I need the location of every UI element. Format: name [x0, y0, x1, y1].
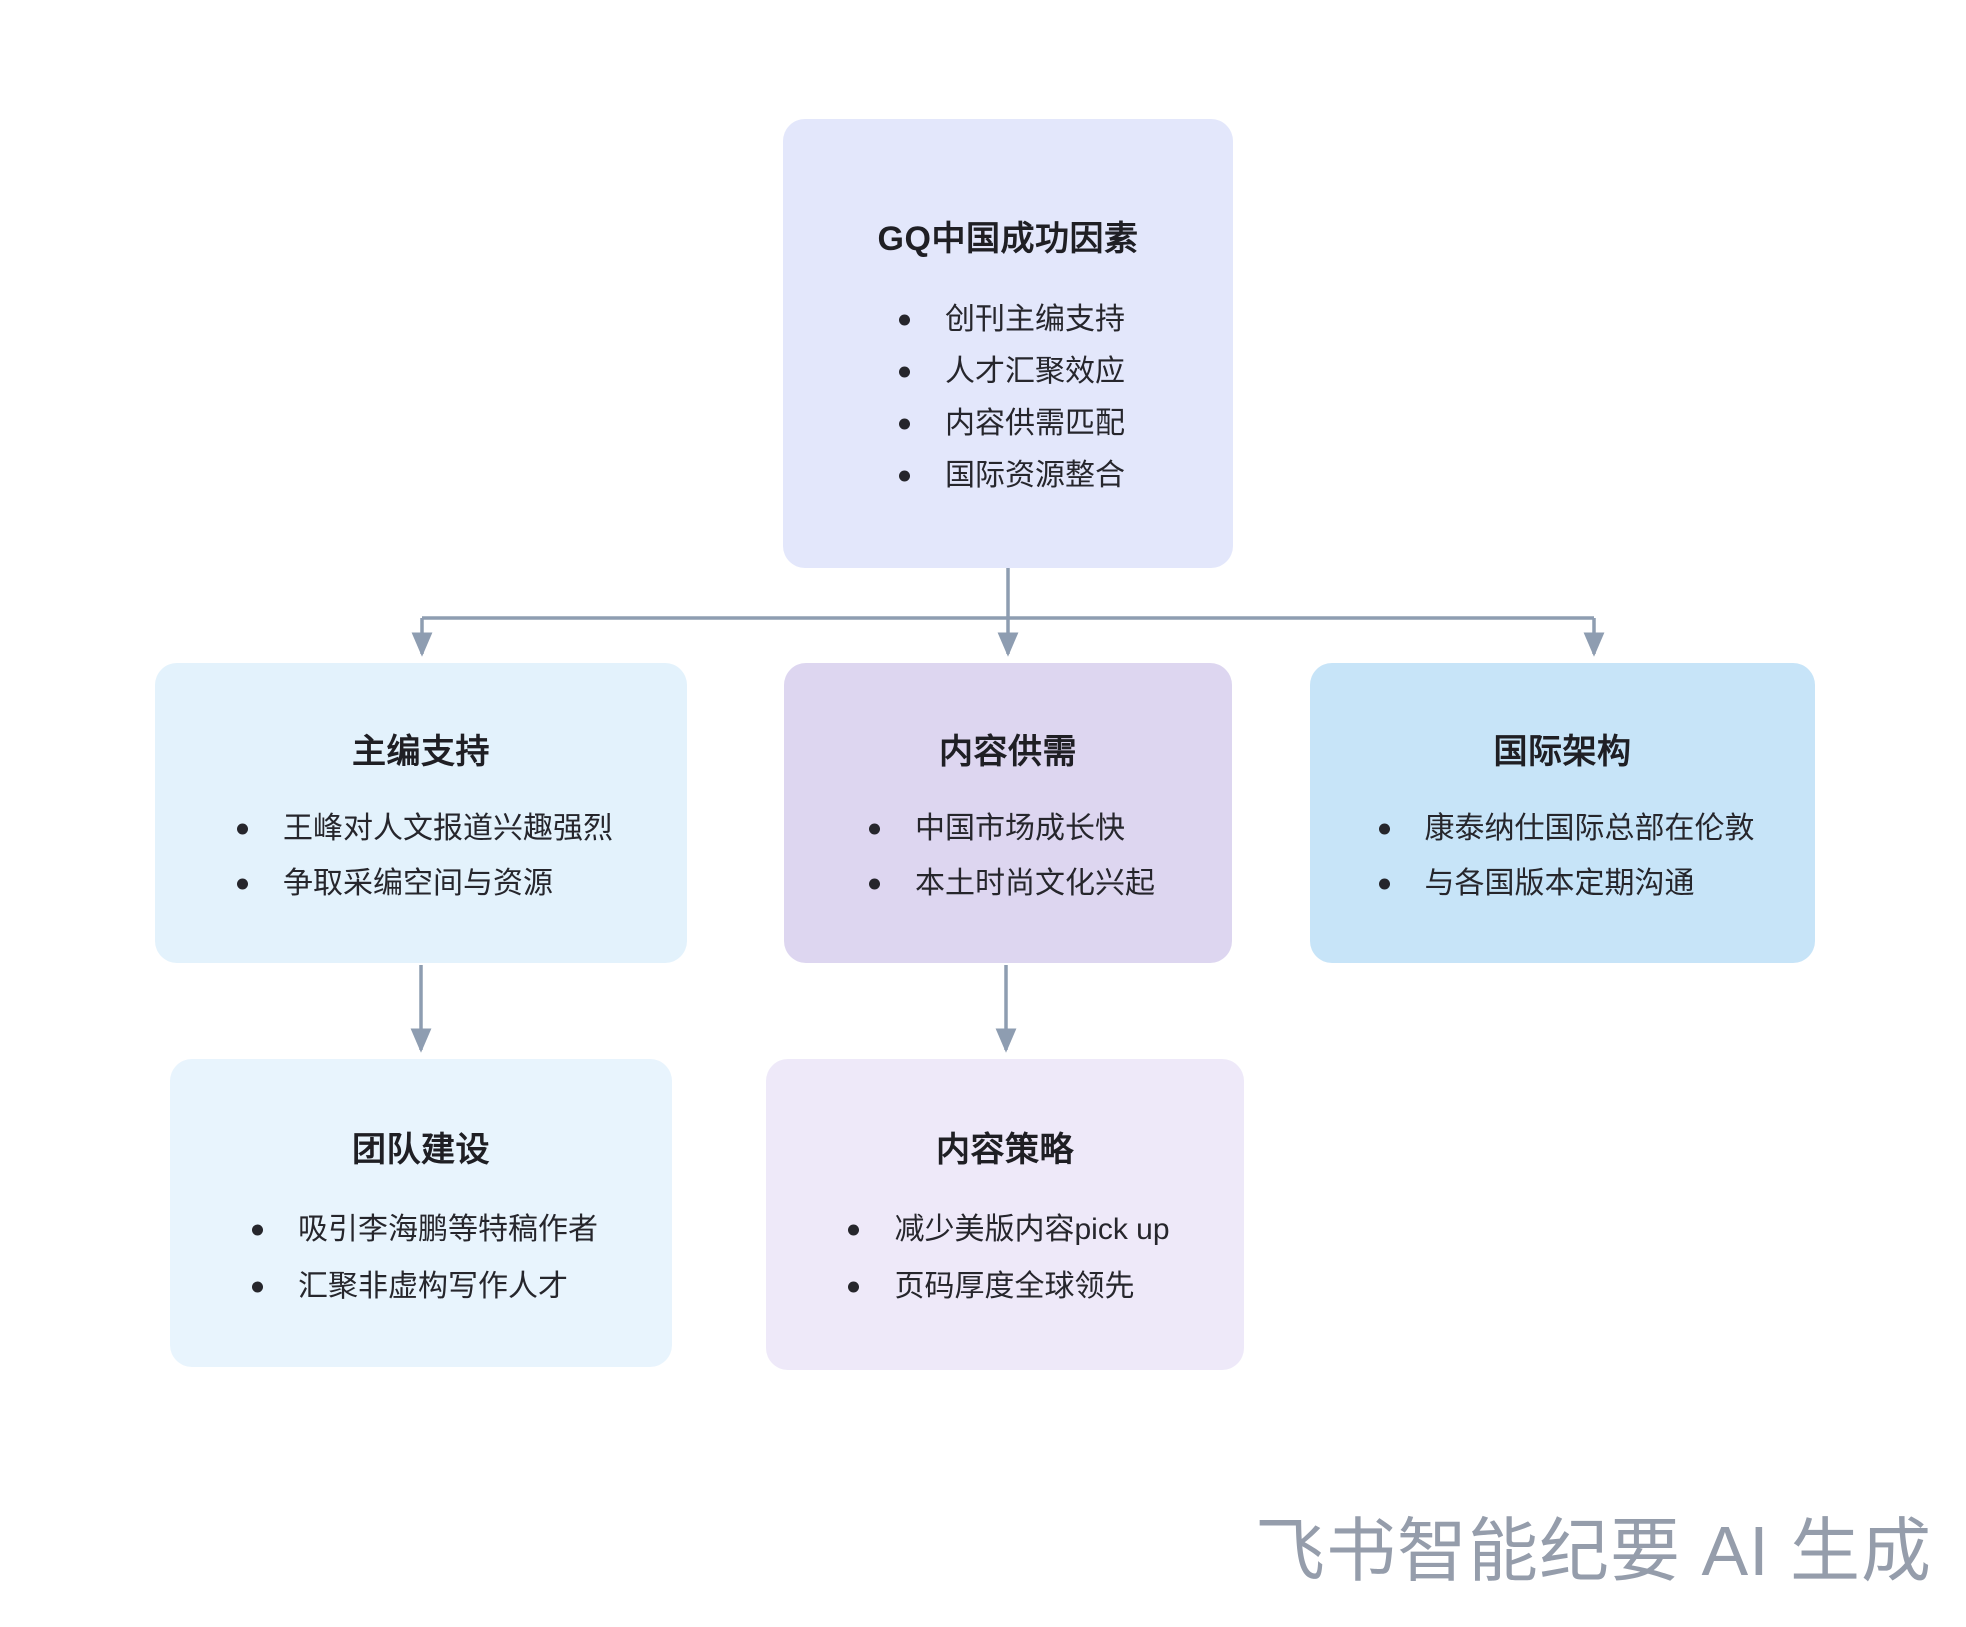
list-item: 页码厚度全球领先 — [840, 1258, 1169, 1315]
node-card-strategy[interactable]: 内容策略 减少美版内容pick up 页码厚度全球领先 — [766, 1059, 1244, 1370]
node-bullet-list: 吸引李海鹏等特稿作者 汇聚非虚构写作人才 — [244, 1201, 598, 1315]
node-bullet-list: 王峰对人文报道兴趣强烈 争取采编空间与资源 — [229, 801, 613, 911]
list-item: 汇聚非虚构写作人才 — [244, 1258, 598, 1315]
node-title: 国际架构 — [1493, 733, 1632, 771]
list-item: 中国市场成长快 — [861, 801, 1155, 856]
list-item: 本土时尚文化兴起 — [861, 856, 1155, 911]
edge-root-to-children — [411, 568, 1605, 657]
list-item: 人才汇聚效应 — [891, 346, 1125, 398]
list-item: 与各国版本定期沟通 — [1371, 856, 1755, 911]
list-item: 争取采编空间与资源 — [229, 856, 613, 911]
list-item: 王峰对人文报道兴趣强烈 — [229, 801, 613, 856]
node-title: GQ中国成功因素 — [877, 220, 1139, 258]
node-title: 内容策略 — [936, 1131, 1074, 1169]
node-card-supply[interactable]: 内容供需 中国市场成长快 本土时尚文化兴起 — [784, 663, 1232, 963]
list-item: 国际资源整合 — [891, 450, 1125, 502]
node-bullet-list: 康泰纳仕国际总部在伦敦 与各国版本定期沟通 — [1371, 801, 1755, 911]
list-item: 吸引李海鹏等特稿作者 — [244, 1201, 598, 1258]
node-card-root[interactable]: GQ中国成功因素 创刊主编支持 人才汇聚效应 内容供需匹配 国际资源整合 — [783, 119, 1233, 568]
node-title: 团队建设 — [352, 1131, 490, 1169]
node-title: 主编支持 — [352, 733, 490, 771]
watermark-text: 飞书智能纪要 AI 生成 — [1255, 1512, 1933, 1590]
node-card-intl[interactable]: 国际架构 康泰纳仕国际总部在伦敦 与各国版本定期沟通 — [1310, 663, 1815, 963]
list-item: 内容供需匹配 — [891, 398, 1125, 450]
node-title: 内容供需 — [939, 733, 1077, 771]
node-card-chief[interactable]: 主编支持 王峰对人文报道兴趣强烈 争取采编空间与资源 — [155, 663, 687, 963]
list-item: 减少美版内容pick up — [840, 1201, 1169, 1258]
list-item: 创刊主编支持 — [891, 294, 1125, 346]
node-card-team[interactable]: 团队建设 吸引李海鹏等特稿作者 汇聚非虚构写作人才 — [170, 1059, 672, 1367]
list-item: 康泰纳仕国际总部在伦敦 — [1371, 801, 1755, 856]
node-bullet-list: 减少美版内容pick up 页码厚度全球领先 — [840, 1201, 1169, 1315]
node-bullet-list: 创刊主编支持 人才汇聚效应 内容供需匹配 国际资源整合 — [891, 294, 1125, 502]
node-bullet-list: 中国市场成长快 本土时尚文化兴起 — [861, 801, 1155, 911]
